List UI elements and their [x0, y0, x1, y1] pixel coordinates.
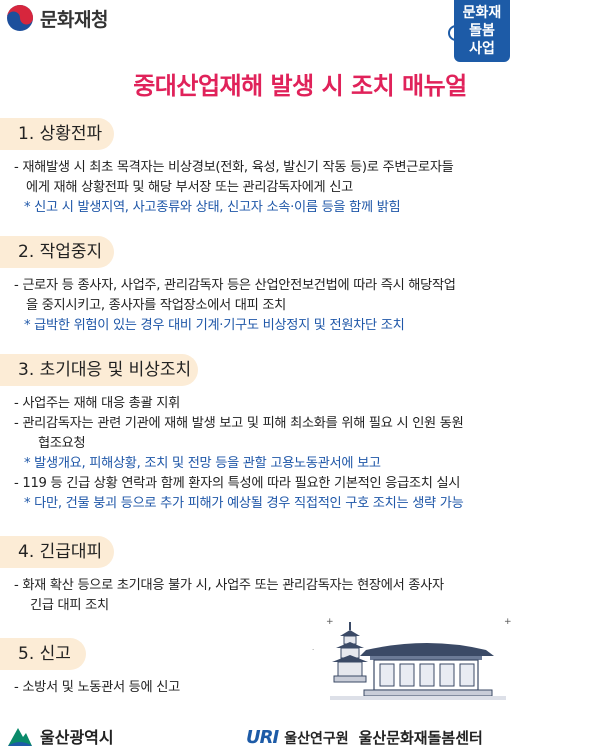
- svg-text:·: ·: [312, 646, 314, 654]
- care-program-logo: 문화재 돌봄 사업: [454, 0, 510, 62]
- ulsan-city-logo: 울산광역시: [6, 724, 114, 748]
- svg-text:+: +: [504, 617, 512, 627]
- section-5-line: - 소방서 및 노동관서 등에 신고: [14, 680, 180, 695]
- city-name: 울산광역시: [40, 728, 114, 747]
- section-1-line: - 재해발생 시 최초 목격자는 비상경보(전화, 육성, 발신기 작동 등)로…: [14, 160, 454, 175]
- section-1-line: 에게 재해 상황전파 및 해당 부서장 또는 관리감독자에게 신고: [26, 180, 353, 195]
- ulsan-mountain-icon: [8, 728, 32, 746]
- section-3-line: - 사업주는 재해 대응 총괄 지휘: [14, 396, 180, 411]
- section-2-line: - 근로자 등 종사자, 사업주, 관리감독자 등은 산업안전보건법에 따라 즉…: [14, 278, 456, 293]
- institute-name: 울산연구원: [284, 730, 349, 747]
- taegeuk-emblem-icon: [6, 4, 34, 32]
- page-title: 중대산업재해 발생 시 조치 매뉴얼: [133, 72, 467, 100]
- footer-institutes: URI 울산연구원 울산문화재돌봄센터: [246, 727, 483, 748]
- section-heading-4: 4. 긴급대피: [0, 536, 114, 568]
- section-2-note: * 급박한 위험이 있는 경우 대비 기계·기구도 비상정지 및 전원차단 조치: [24, 318, 405, 333]
- care-logo-line: 돌봄: [469, 23, 495, 39]
- temple-illustration-icon: + + ·: [308, 612, 528, 712]
- section-1-note: * 신고 시 발생지역, 사고종류와 상태, 신고자 소속·이름 등을 함께 밝…: [24, 200, 401, 215]
- section-3-line: 협조요청: [38, 436, 86, 451]
- svg-text:+: +: [326, 617, 334, 627]
- org-name: 문화재청: [40, 8, 108, 31]
- section-4-line: - 화재 확산 등으로 초기대응 불가 시, 사업주 또는 관리감독자는 현장에…: [14, 578, 444, 593]
- care-logo-line: 문화재: [462, 5, 502, 21]
- section-heading-3: 3. 초기대응 및 비상조치: [0, 354, 198, 386]
- section-4-line: 긴급 대피 조치: [30, 598, 109, 613]
- section-3-note: * 발생개요, 피해상황, 조치 및 전망 등을 관할 고용노동관서에 보고: [24, 456, 381, 471]
- section-heading-5: 5. 신고: [0, 638, 86, 670]
- cha-logo: 문화재청: [6, 4, 108, 32]
- section-3-note: * 다만, 건물 붕괴 등으로 추가 피해가 예상될 경우 직접적인 구호 조치…: [24, 496, 464, 511]
- uri-logo: URI: [246, 727, 279, 748]
- section-3-line: - 119 등 긴급 상황 연락과 함께 환자의 특성에 따라 필요한 기본적인…: [14, 476, 461, 491]
- care-logo-line: 사업: [469, 41, 495, 57]
- center-name: 울산문화재돌봄센터: [358, 729, 483, 747]
- section-heading-1: 1. 상황전파: [0, 118, 114, 150]
- section-heading-2: 2. 작업중지: [0, 236, 114, 268]
- section-2-line: 을 중지시키고, 종사자를 작업장소에서 대피 조치: [26, 298, 287, 313]
- section-3-line: - 관리감독자는 관련 기관에 재해 발생 보고 및 피해 최소화를 위해 필요…: [14, 416, 464, 431]
